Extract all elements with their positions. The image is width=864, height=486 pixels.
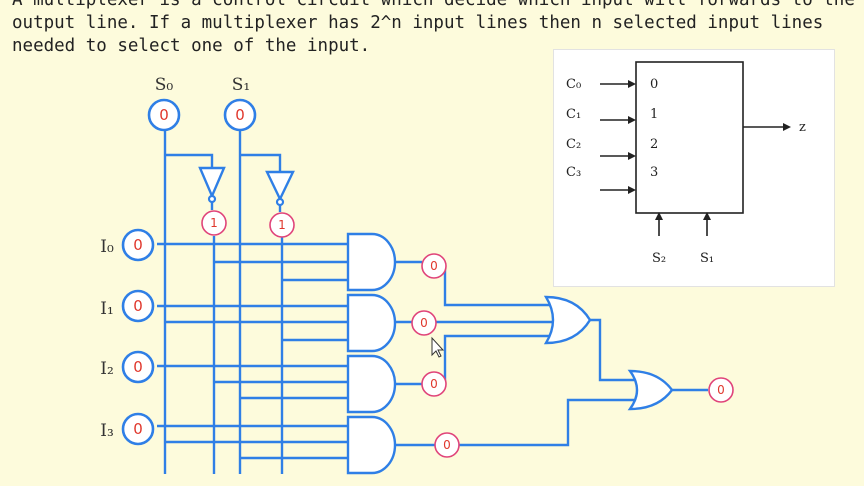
- input-label-i0: I₀: [100, 237, 114, 257]
- and-probe-3: 0: [421, 371, 447, 397]
- select-arrows: [655, 212, 711, 236]
- output-probe: 0: [708, 377, 734, 403]
- block-output-label: z: [799, 120, 806, 135]
- select-switch-s1[interactable]: 0: [223, 98, 257, 132]
- block-select-label-0: S₂: [652, 251, 666, 266]
- and-probe-4: 0: [434, 432, 460, 458]
- inverter-s1: [265, 170, 295, 207]
- input-switch-i1[interactable]: 0: [121, 289, 155, 323]
- block-input-label-0: C₀: [566, 77, 581, 92]
- svg-text:0: 0: [443, 438, 451, 452]
- circuit-wires: [157, 130, 708, 474]
- svg-text:0: 0: [430, 259, 438, 273]
- svg-text:1: 1: [210, 216, 218, 230]
- svg-text:0: 0: [235, 106, 245, 124]
- input-label-i1: I₁: [100, 299, 114, 319]
- svg-text:0: 0: [430, 377, 438, 391]
- select-switch-s0[interactable]: 0: [147, 98, 181, 132]
- block-input-label-2: C₂: [566, 137, 581, 152]
- and-probe-2: 0: [411, 310, 437, 336]
- block-index-2: 2: [650, 137, 658, 152]
- mux-block: [635, 61, 744, 214]
- input-switch-i2[interactable]: 0: [121, 350, 155, 384]
- select-label-s1: S₁: [232, 75, 250, 95]
- inverter-s0: [198, 166, 226, 204]
- block-index-1: 1: [650, 107, 658, 122]
- input-label-i2: I₂: [100, 359, 114, 379]
- and-gate-4: [346, 415, 397, 475]
- and-gate-1: [346, 232, 397, 292]
- block-input-label-3: C₃: [566, 165, 581, 180]
- block-input-label-1: C₁: [566, 107, 581, 122]
- svg-text:0: 0: [133, 236, 143, 254]
- mux-block-diagram: C₀ C₁ C₂ C₃ 0 1 2 3 S₂ S₁ z: [553, 49, 835, 287]
- block-index-3: 3: [650, 165, 658, 180]
- svg-text:1: 1: [278, 218, 286, 232]
- output-arrow: [743, 123, 791, 131]
- and-probe-1: 0: [421, 253, 447, 279]
- inverter-probe-s0: 1: [201, 210, 227, 236]
- select-label-s0: S₀: [155, 75, 174, 95]
- svg-text:0: 0: [133, 420, 143, 438]
- svg-text:0: 0: [133, 358, 143, 376]
- or-gate-2: [627, 369, 674, 411]
- svg-text:0: 0: [717, 383, 725, 397]
- inverter-probe-s1: 1: [269, 212, 295, 238]
- svg-text:0: 0: [133, 297, 143, 315]
- intro-text: A multiplexer is a control circuit which…: [12, 0, 855, 56]
- input-arrows: [600, 80, 636, 194]
- or-gate-1: [543, 295, 592, 345]
- block-index-0: 0: [650, 77, 658, 92]
- svg-text:0: 0: [420, 316, 428, 330]
- and-gate-2: [346, 293, 397, 353]
- cursor-icon: [431, 336, 445, 358]
- input-label-i3: I₃: [100, 421, 114, 441]
- block-diagram-svg: C₀ C₁ C₂ C₃ 0 1 2 3 S₂ S₁ z: [566, 61, 806, 266]
- input-switch-i0[interactable]: 0: [121, 228, 155, 262]
- and-gate-3: [346, 354, 397, 414]
- input-switch-i3[interactable]: 0: [121, 412, 155, 446]
- svg-text:0: 0: [159, 106, 169, 124]
- block-select-label-1: S₁: [700, 251, 714, 266]
